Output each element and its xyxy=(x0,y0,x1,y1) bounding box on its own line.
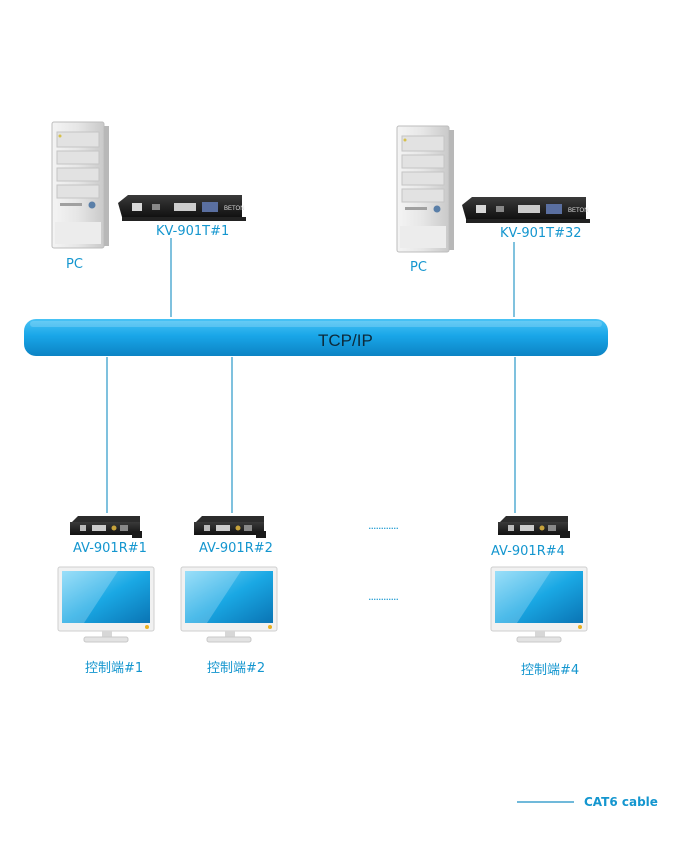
pc-label-2: PC xyxy=(410,260,427,275)
pc-label-1: PC xyxy=(66,257,83,272)
station-label-2: 控制端#2 xyxy=(207,661,266,676)
receiver-label-4: AV-901R#4 xyxy=(491,544,565,559)
ellipsis-monitors: ............ xyxy=(368,590,399,603)
pc-tower-1 xyxy=(51,121,110,249)
receiver-device-2 xyxy=(194,516,266,538)
legend-label: CAT6 cable xyxy=(584,795,658,809)
receiver-device-4 xyxy=(498,516,570,538)
monitor-4 xyxy=(490,566,588,643)
tcpip-bus xyxy=(24,319,608,356)
transmitter-device-1 xyxy=(118,195,246,221)
receiver-label-2: AV-901R#2 xyxy=(199,541,273,556)
transmitter-label-2: KV-901T#32 xyxy=(500,226,582,241)
station-label-4: 控制端#4 xyxy=(521,663,580,678)
monitor-1 xyxy=(57,566,155,643)
monitor-2 xyxy=(180,566,278,643)
ellipsis-devices: ............ xyxy=(368,519,399,532)
station-label-1: 控制端#1 xyxy=(85,661,144,676)
cat6-links xyxy=(106,238,516,513)
receiver-device-1 xyxy=(70,516,142,538)
receiver-label-1: AV-901R#1 xyxy=(73,541,147,556)
pc-tower-2 xyxy=(396,125,455,253)
transmitter-label-1: KV-901T#1 xyxy=(156,224,230,239)
transmitter-device-2 xyxy=(462,197,590,223)
network-label: TCP/IP xyxy=(318,331,373,350)
